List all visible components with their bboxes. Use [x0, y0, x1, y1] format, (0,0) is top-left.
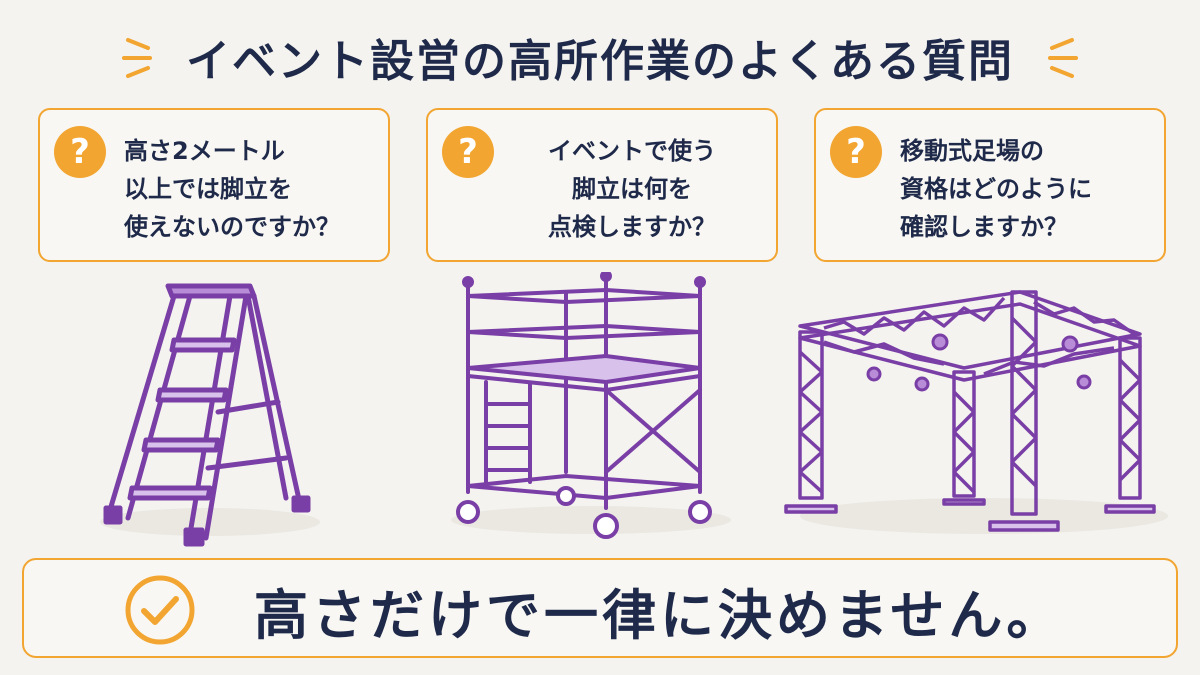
question-icon: ?	[442, 126, 494, 178]
question-3-line-3: 確認しますか？	[900, 213, 1068, 241]
page-title: イベント設営の高所作業のよくある質問	[186, 36, 1014, 87]
burst-right-icon	[1048, 38, 1078, 78]
question-card-3: ? 移動式足場の 資格はどのように 確認しますか？	[814, 108, 1166, 262]
question-icon: ?	[830, 126, 882, 178]
answer-box: 高さだけで一律に決めません。	[22, 558, 1178, 658]
question-text-3: 移動式足場の 資格はどのように 確認しますか？	[900, 132, 1154, 246]
question-icon: ?	[54, 126, 106, 178]
question-3-line-2: 資格はどのように	[900, 175, 1092, 203]
truss-rig-illustration	[784, 290, 1168, 534]
header: イベント設営の高所作業のよくある質問	[0, 22, 1200, 92]
question-2-line-3: 点検しますか？	[548, 213, 716, 241]
question-1-line-1: 高さ2メートル	[124, 137, 285, 165]
stepladder-illustration	[100, 283, 320, 547]
question-1-line-3: 使えないのですか？	[124, 213, 340, 241]
question-card-2: ? イベントで使う 脚立は何を 点検しますか？	[426, 108, 778, 262]
question-2-line-2: 脚立は何を	[572, 175, 692, 203]
checkmark-icon	[125, 575, 195, 645]
burst-left-icon	[122, 38, 152, 78]
question-1-line-2: 以上では脚立を	[124, 175, 292, 203]
question-card-1: ? 高さ2メートル 以上では脚立を 使えないのですか？	[38, 108, 390, 262]
question-text-1: 高さ2メートル 以上では脚立を 使えないのですか？	[124, 132, 378, 246]
question-2-line-1: イベントで使う	[548, 137, 716, 165]
question-text-2: イベントで使う 脚立は何を 点検しますか？	[498, 132, 766, 246]
mobile-scaffold-illustration	[451, 272, 731, 539]
question-3-line-1: 移動式足場の	[900, 137, 1044, 165]
answer-text: 高さだけで一律に決めません。	[254, 583, 1065, 647]
